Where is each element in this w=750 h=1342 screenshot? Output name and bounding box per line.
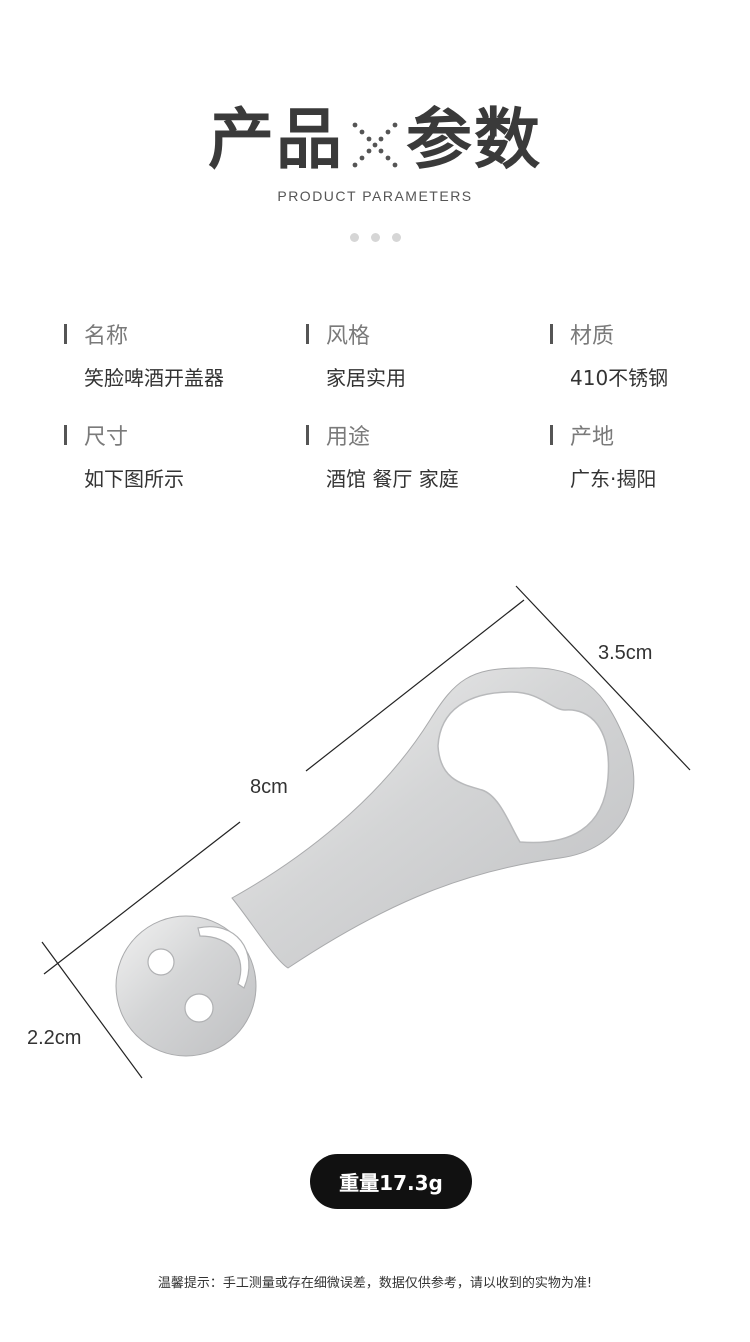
param-bar — [306, 425, 309, 445]
param-value: 酒馆 餐厅 家庭 — [326, 467, 459, 491]
dots-decoration — [0, 233, 750, 242]
param-bar — [64, 324, 67, 344]
param-bar — [550, 324, 553, 344]
param-label: 产地 — [570, 425, 615, 450]
dot-icon — [370, 233, 380, 242]
title-right: 参数 — [406, 101, 542, 178]
param-value: 广东·揭阳 — [570, 467, 657, 491]
param-bar — [550, 425, 553, 445]
param-value: 笑脸啤酒开盖器 — [84, 366, 224, 390]
param-label: 用途 — [326, 425, 371, 450]
length-label: 8cm — [250, 776, 288, 798]
dot-icon — [349, 233, 359, 242]
head-width-label: 3.5cm — [598, 642, 653, 664]
cross-icon — [350, 109, 400, 168]
dimension-lines — [41, 585, 691, 1079]
page-title: 产品 参数 — [0, 86, 750, 182]
param-label: 风格 — [326, 324, 371, 349]
param-bar — [64, 425, 67, 445]
dot-icon — [391, 233, 401, 242]
title-left: 产品 — [208, 101, 344, 178]
product-diagram: 8cm 3.5cm 2.2cm — [0, 560, 750, 1120]
param-bar — [306, 324, 309, 344]
param-value: 如下图所示 — [84, 467, 184, 491]
disclaimer-note: 温馨提示：手工测量或存在细微误差，数据仅供参考，请以收到的实物为准! — [157, 1276, 593, 1291]
param-label: 名称 — [84, 324, 129, 349]
page-subtitle: PRODUCT PARAMETERS — [277, 188, 473, 204]
weight-badge: 重量17.3g — [310, 1154, 472, 1209]
bottle-opener-image — [41, 585, 691, 1079]
header: 产品 参数 PRODUCT PARAMETERS — [0, 0, 750, 260]
param-label: 尺寸 — [84, 425, 129, 450]
param-value: 家居实用 — [326, 366, 406, 390]
face-width-label: 2.2cm — [27, 1027, 82, 1049]
param-label: 材质 — [570, 324, 615, 349]
param-value: 410不锈钢 — [570, 366, 669, 390]
opener-body — [115, 667, 635, 1057]
